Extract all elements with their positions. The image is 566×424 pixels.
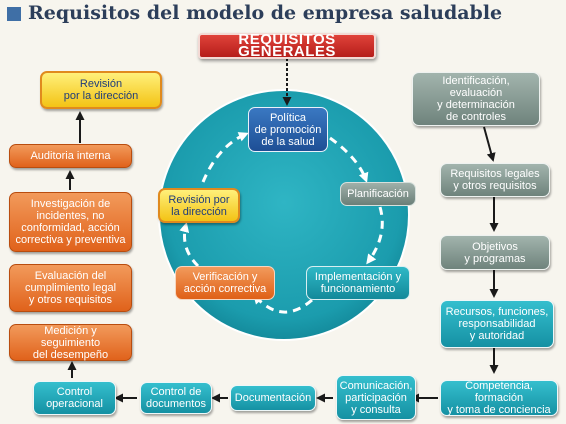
- medicion-label: Medición y seguimiento del desempeño: [32, 324, 109, 361]
- revision-circle-box: Revisión por la dirección: [158, 188, 240, 223]
- comunicacion-box: Comunicación, participación y consulta: [336, 375, 416, 420]
- evaluacion-label: Evaluación del cumplimiento legal y otro…: [24, 270, 117, 306]
- competencia-box: Competencia, formación y toma de concien…: [440, 380, 558, 416]
- identificacion-box: Identificación, evaluación y determinaci…: [412, 72, 540, 126]
- comunicacion-label: Comunicación, participación y consulta: [339, 379, 413, 416]
- cycle-arrow-verificacion-revision: [179, 222, 200, 268]
- documentacion-label: Documentación: [234, 392, 312, 404]
- arrow-identificacion-requisitos: [483, 126, 496, 162]
- implementacion-label: Implementación y funcionamiento: [314, 271, 402, 295]
- implementacion-box: Implementación y funcionamiento: [306, 266, 410, 300]
- medicion-box: Medición y seguimiento del desempeño: [9, 324, 132, 361]
- objetivos-box: Objetivos y programas: [440, 235, 550, 270]
- requisitos-legales-label: Requisitos legales y otros requisitos: [450, 168, 540, 192]
- page-title: Requisitos del modelo de empresa saludab…: [28, 2, 503, 24]
- control-operacional-box: Control operacional: [33, 381, 116, 415]
- planificacion-box: Planificación: [340, 182, 416, 206]
- verificacion-box: Verificación y acción correctiva: [175, 266, 275, 300]
- requisitos-legales-box: Requisitos legales y otros requisitos: [440, 163, 550, 197]
- title-bar: Requisitos del modelo de empresa saludab…: [0, 0, 566, 28]
- verificacion-label: Verificación y acción correctiva: [183, 271, 267, 295]
- control-operacional-label: Control operacional: [46, 386, 103, 410]
- cycle-arrow-implementacion-verificacion: [252, 293, 313, 314]
- cycle-arrow-politica-planificacion: [329, 136, 369, 183]
- control-documentos-label: Control de documentos: [146, 386, 206, 410]
- revision-direccion-box: Revisión por la dirección: [40, 71, 162, 109]
- politica-box: Política de promoción de la salud: [248, 107, 328, 152]
- title-square-icon: [7, 7, 21, 21]
- revision-direccion-label: Revisión por la dirección: [63, 78, 139, 102]
- planificacion-label: Planificación: [347, 188, 409, 200]
- objetivos-label: Objetivos y programas: [464, 240, 526, 265]
- cycle-arrow-revision-politica: [201, 132, 249, 183]
- competencia-label: Competencia, formación y toma de concien…: [447, 380, 551, 416]
- investigacion-label: Investigación de incidentes, no conformi…: [15, 198, 126, 246]
- auditoria-label: Auditoria interna: [30, 150, 111, 162]
- cycle-arrow-planificacion-implementacion: [366, 206, 384, 265]
- control-documentos-box: Control de documentos: [140, 382, 212, 414]
- investigacion-box: Investigación de incidentes, no conformi…: [9, 192, 132, 252]
- revision-circle-label: Revisión por la dirección: [168, 193, 230, 218]
- recursos-label: Recursos, funciones, responsabilidad y a…: [445, 306, 549, 342]
- requisitos-generales-box: REQUISITOS GENERALES: [198, 31, 376, 60]
- recursos-box: Recursos, funciones, responsabilidad y a…: [440, 300, 554, 348]
- auditoria-box: Auditoria interna: [9, 144, 132, 168]
- politica-label: Política de promoción de la salud: [254, 111, 322, 148]
- identificacion-label: Identificación, evaluación y determinaci…: [437, 75, 515, 123]
- evaluacion-box: Evaluación del cumplimiento legal y otro…: [9, 264, 132, 312]
- requisitos-generales-label: REQUISITOS GENERALES: [238, 31, 336, 60]
- documentacion-box: Documentación: [230, 385, 316, 411]
